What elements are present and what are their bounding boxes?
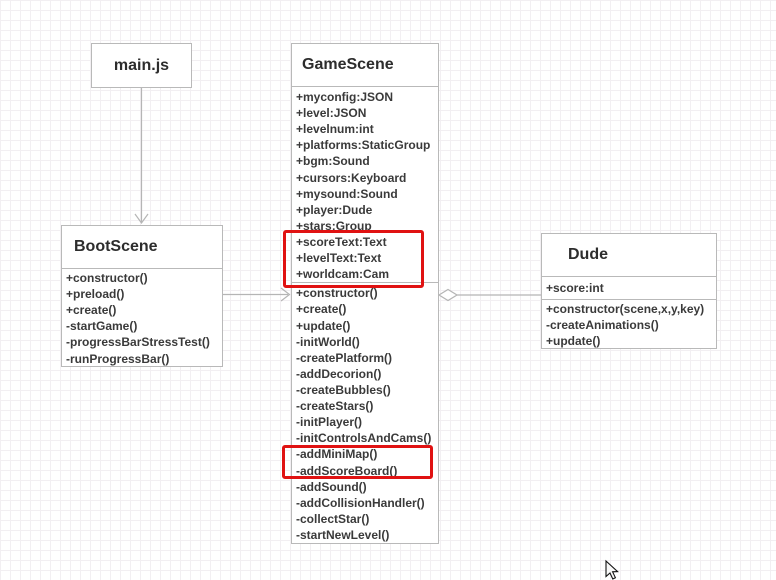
attributes-section: +score:int bbox=[542, 277, 716, 299]
member-row: -addMiniMap() bbox=[296, 447, 378, 462]
class-box-gamescene[interactable]: GameScene +myconfig:JSON+level:JSON+leve… bbox=[291, 43, 439, 544]
member-row: -startGame() bbox=[66, 319, 138, 334]
member-row: +score:int bbox=[546, 281, 604, 295]
dependency-arrow-bootscene-to-gamescene bbox=[223, 287, 291, 302]
member-row: -startNewLevel() bbox=[296, 527, 390, 542]
member-row: +worldcam:Cam bbox=[296, 267, 390, 282]
class-title: BootScene bbox=[62, 226, 222, 269]
member-row: -addCollisionHandler() bbox=[296, 495, 425, 510]
attributes-section: +myconfig:JSON+level:JSON+levelnum:int+p… bbox=[292, 87, 438, 282]
member-row: +platforms:StaticGroup bbox=[296, 138, 431, 153]
methods-section: +constructor()+create()+update()-initWor… bbox=[292, 282, 438, 543]
class-box-mainjs[interactable]: main.js bbox=[91, 43, 192, 88]
member-row: +levelnum:int bbox=[296, 122, 374, 137]
class-box-bootscene[interactable]: BootScene +constructor() +preload()+creat… bbox=[61, 225, 223, 367]
dependency-arrow-main-to-bootscene bbox=[134, 88, 149, 225]
member-row: -createAnimations() bbox=[546, 318, 659, 333]
methods-section: +constructor() +preload()+create()-startG… bbox=[62, 269, 222, 366]
member-row: -initPlayer() bbox=[296, 415, 363, 430]
member-row: +preload() bbox=[66, 287, 125, 302]
member-row: -createBubbles() bbox=[296, 382, 391, 397]
member-row: -runProgressBar() bbox=[66, 351, 170, 366]
member-row: -initWorld() bbox=[296, 334, 360, 349]
member-row: +update() bbox=[546, 334, 601, 349]
mouse-cursor-icon bbox=[605, 559, 619, 580]
member-row: +stars:Group bbox=[296, 218, 372, 233]
member-row: -initControlsAndCams() bbox=[296, 431, 432, 446]
member-row: -addDecorion() bbox=[296, 366, 382, 381]
highlight-box-methods[interactable] bbox=[282, 445, 433, 479]
member-row: -createPlatform() bbox=[296, 350, 393, 365]
member-row: +create() bbox=[296, 302, 347, 317]
member-row: +bgm:Sound bbox=[296, 154, 370, 169]
member-row: +constructor() bbox=[296, 286, 378, 301]
member-row: +constructor(scene,x,y,key) bbox=[546, 302, 705, 317]
member-row: +levelText:Text bbox=[296, 251, 382, 266]
member-row: +scoreText:Text bbox=[296, 234, 387, 249]
methods-section: +constructor(scene,x,y,key)-createAnimat… bbox=[542, 299, 716, 349]
aggregation-diamond-icon bbox=[437, 288, 459, 302]
highlight-box-attributes[interactable] bbox=[283, 230, 424, 288]
member-row: -createStars() bbox=[296, 399, 374, 414]
aggregation-connector-gamescene-to-dude bbox=[437, 288, 541, 302]
member-row: +player:Dude bbox=[296, 202, 373, 217]
class-title: GameScene bbox=[292, 44, 438, 87]
member-row: +level:JSON bbox=[296, 106, 367, 121]
class-title: Dude bbox=[542, 234, 716, 277]
member-row: +create() bbox=[66, 303, 117, 318]
class-title: main.js bbox=[113, 56, 170, 74]
class-box-dude[interactable]: Dude +score:int +constructor(scene,x,y,k… bbox=[541, 233, 717, 349]
member-row: -progressBarStressTest() bbox=[66, 335, 210, 350]
member-row: +update() bbox=[296, 318, 351, 333]
member-row: +constructor() bbox=[66, 271, 148, 285]
member-row: +cursors:Keyboard bbox=[296, 170, 407, 185]
member-row: -addScoreBoard() bbox=[296, 463, 398, 478]
member-row: -collectStar() bbox=[296, 511, 370, 526]
member-row: +myconfig:JSON bbox=[296, 90, 394, 104]
member-row: -addSound() bbox=[296, 479, 367, 494]
member-row: +mysound:Sound bbox=[296, 186, 398, 201]
